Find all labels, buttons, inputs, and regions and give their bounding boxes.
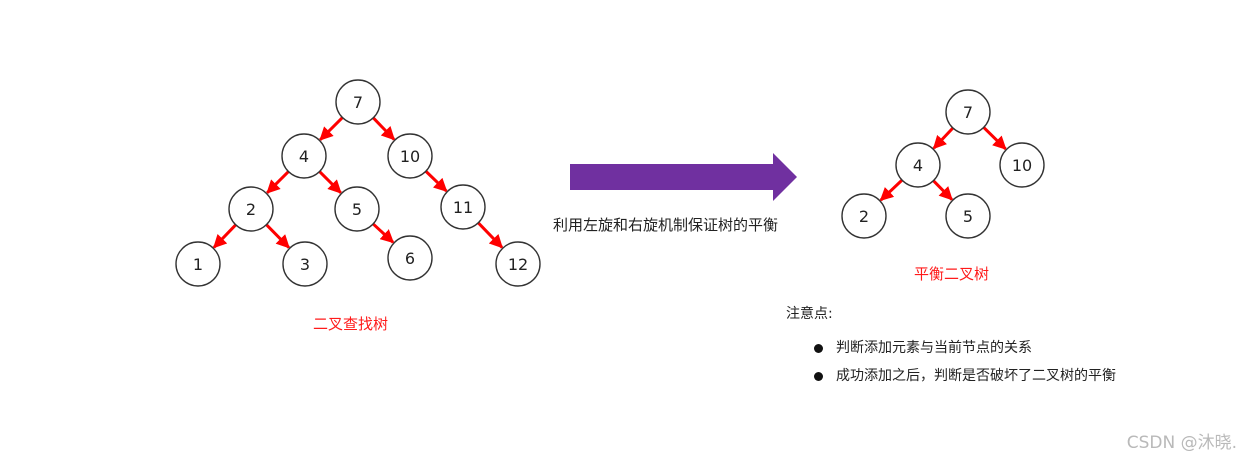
list-item: 成功添加之后，判断是否破坏了二叉树的平衡 [812,364,1116,392]
bst-node-label: 11 [453,198,473,217]
bst-edge-11-12 [477,221,504,249]
avl-node-circle [945,193,991,239]
bst-edge-10-11 [424,170,448,193]
avl-node-5: 5 [945,193,991,239]
bst-node-circle [335,79,381,125]
avl-node-label: 7 [963,103,973,122]
avl-caption: 平衡二叉树 [914,265,990,283]
note-text: 判断添加元素与当前节点的关系 [836,340,1032,356]
avl-node-7: 7 [945,89,991,135]
bst-node-circle [334,186,380,232]
bst-edge-5-6 [372,222,395,244]
bst-node-label: 12 [508,255,528,274]
bst-node-circle [282,241,328,287]
note-text: 成功添加之后，判断是否破坏了二叉树的平衡 [836,368,1116,384]
bst-node-6: 6 [387,235,433,281]
bst-node-label: 4 [299,147,309,166]
bst-node-2: 2 [228,186,274,232]
bst-edge-7-4 [319,116,344,141]
bst-node-circle [281,133,327,179]
bst-node-label: 3 [300,255,310,274]
avl-edge-7-4 [932,126,954,150]
avl-node-circle [895,142,941,188]
bst-node-circle [175,241,221,287]
bst-node-circle [387,235,433,281]
avl-edge-4-5 [932,179,953,201]
bst-node-12: 12 [495,241,541,287]
bst-edge-7-10 [372,116,396,141]
bullet-icon [814,372,823,381]
bst-node-circle [440,184,486,230]
transform-arrow [570,153,797,201]
avl-nodes: 7 4 10 2 5 [841,89,1045,239]
avl-node-4: 4 [895,142,941,188]
avl-edge-7-10 [982,126,1007,150]
bst-node-11: 11 [440,184,486,230]
bst-node-circle [228,186,274,232]
bst-node-label: 6 [405,249,415,268]
avl-edge-4-2 [879,179,904,202]
list-item: 判断添加元素与当前节点的关系 [812,336,1116,364]
bst-node-4: 4 [281,133,327,179]
watermark: CSDN @沐晓. [1126,433,1237,453]
bst-node-label: 10 [400,147,420,166]
bst-edge-2-3 [265,223,290,249]
bst-edge-2-1 [212,223,237,249]
bst-node-label: 2 [246,200,256,219]
avl-edges [879,126,1007,202]
bst-edge-4-2 [266,170,290,194]
transform-label: 利用左旋和右旋机制保证树的平衡 [553,216,779,234]
bst-node-5: 5 [334,186,380,232]
avl-node-10: 10 [999,142,1045,188]
bst-node-label: 5 [352,200,362,219]
bst-node-circle [387,133,433,179]
bst-node-label: 7 [353,93,363,112]
bst-edges [212,116,504,249]
avl-node-circle [841,193,887,239]
avl-node-circle [945,89,991,135]
bullet-icon [814,344,823,353]
avl-node-label: 2 [859,207,869,226]
bst-node-label: 1 [193,255,203,274]
notes-list: 判断添加元素与当前节点的关系 成功添加之后，判断是否破坏了二叉树的平衡 [812,336,1116,392]
bst-node-1: 1 [175,241,221,287]
bst-edge-4-5 [318,170,342,194]
avl-node-2: 2 [841,193,887,239]
avl-node-label: 10 [1012,156,1032,175]
bst-caption: 二叉查找树 [313,315,389,333]
avl-node-label: 4 [913,156,923,175]
avl-node-circle [999,142,1045,188]
bst-node-circle [495,241,541,287]
bst-node-10: 10 [387,133,433,179]
bst-node-7: 7 [335,79,381,125]
avl-node-label: 5 [963,207,973,226]
bst-node-3: 3 [282,241,328,287]
notes-title: 注意点: [786,306,833,322]
